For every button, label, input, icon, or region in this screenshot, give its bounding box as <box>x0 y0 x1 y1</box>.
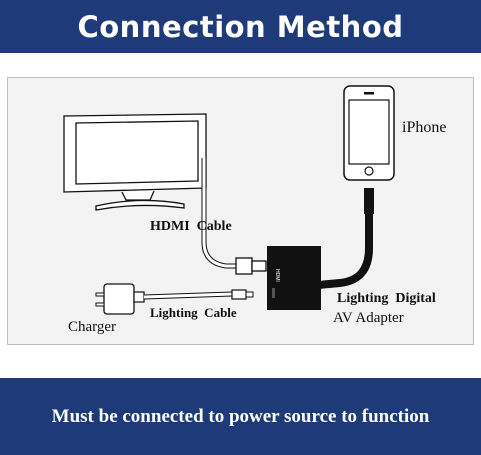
charger-icon <box>95 283 135 315</box>
adapter-label-line1: Lighting Digital <box>337 291 436 306</box>
iphone-icon <box>343 85 395 181</box>
adapter-lightning-cable <box>317 188 374 289</box>
footer-banner: Must be connected to power source to fun… <box>0 378 481 455</box>
hdmi-cable <box>201 158 267 275</box>
header-banner: Connection Method <box>0 0 481 53</box>
hdmi-cable-label: HDMI Cable <box>150 219 232 234</box>
hdmi-port-label: HDMI <box>274 269 280 282</box>
page-title: Connection Method <box>77 9 404 44</box>
charger-label: Charger <box>68 319 117 335</box>
charging-cable <box>133 289 254 303</box>
iphone-label: iPhone <box>402 119 447 136</box>
lighting-cable-label: Lighting Cable <box>150 305 237 320</box>
tv-monitor-icon <box>63 113 207 211</box>
footer-note: Must be connected to power source to fun… <box>51 405 430 427</box>
adapter-label-line2: AV Adapter <box>333 310 404 326</box>
av-adapter-icon: HDMI <box>267 246 321 310</box>
